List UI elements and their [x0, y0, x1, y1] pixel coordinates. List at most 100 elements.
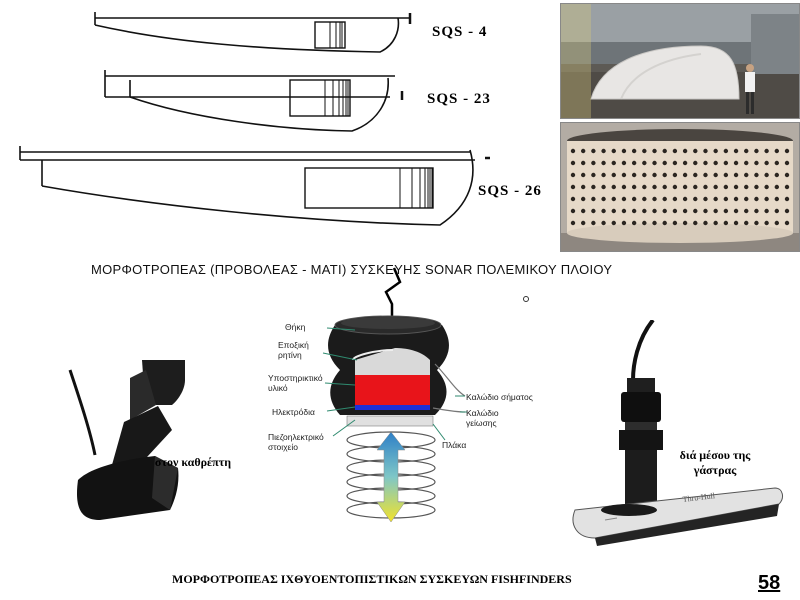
hydrophone-element	[744, 220, 749, 226]
hydrophone-element	[672, 160, 678, 166]
page-number: 58	[758, 572, 781, 594]
hydrophone-element	[642, 196, 647, 202]
hydrophone-element	[693, 184, 698, 190]
hydrophone-element	[713, 220, 718, 226]
hydrophone-element	[642, 220, 647, 226]
hydrophone-element	[631, 160, 637, 166]
hydrophone-element	[580, 208, 586, 214]
hydrophone-element	[580, 148, 586, 154]
hydrophone-element	[591, 220, 596, 226]
hydrophone-element	[774, 220, 780, 226]
hydrophone-element	[713, 160, 718, 166]
part-label-ground-cable: Καλώδιο γείωσης	[466, 408, 499, 428]
thru-hull-label: διά μέσου της γάστρας	[679, 448, 751, 477]
hydrophone-element	[754, 160, 759, 166]
hydrophone-element	[642, 160, 647, 166]
hydrophone-element	[662, 184, 667, 190]
part-label-plate: Πλάκα	[442, 440, 467, 450]
sqs-23-label: SQS - 23	[427, 91, 491, 107]
hydrophone-element	[744, 160, 749, 166]
part-label-signal-cable: Καλώδιο σήματος	[466, 392, 533, 402]
hydrophone-element	[723, 220, 729, 226]
hydrophone-element	[591, 208, 596, 214]
hydrophone-element	[703, 196, 708, 202]
hydrophone-element	[733, 208, 739, 214]
hydrophone-element	[693, 208, 698, 214]
dome-photo	[560, 3, 800, 119]
hydrophone-element	[682, 196, 688, 202]
hydrophone-element	[621, 184, 627, 190]
part-label-casing: Θήκη	[285, 322, 306, 332]
hydrophone-element	[570, 160, 576, 166]
hydrophone-element	[764, 220, 769, 226]
hydrophone-element	[570, 184, 576, 190]
hydrophone-element	[631, 148, 637, 154]
transom-mount-label: στον καθρέπτη	[154, 455, 232, 469]
hydrophone-element	[601, 196, 606, 202]
hydrophone-element	[601, 184, 606, 190]
hydrophone-element	[611, 172, 616, 178]
hydrophone-element	[703, 208, 708, 214]
hydrophone-element	[570, 196, 576, 202]
sqs-4-label: SQS - 4	[432, 24, 488, 40]
ship-sonar-caption: ΜΟΡΦΟΤΡΟΠΕΑΣ (ΠΡΟΒΟΛΕΑΣ - ΜΑΤΙ) ΣΥΣΚΕΥΗΣ…	[91, 262, 613, 277]
hydrophone-element	[754, 196, 759, 202]
hydrophone-element	[682, 208, 688, 214]
hydrophone-element	[744, 172, 749, 178]
hydrophone-element	[754, 220, 759, 226]
hydrophone-element	[611, 196, 616, 202]
hydrophone-element	[652, 208, 657, 214]
hydrophone-element	[723, 160, 729, 166]
hydrophone-element	[642, 208, 647, 214]
hydrophone-element	[580, 160, 586, 166]
hydrophone-element	[774, 184, 780, 190]
hydrophone-element	[693, 148, 698, 154]
hydrophone-element	[652, 148, 657, 154]
hydrophone-element	[662, 196, 667, 202]
part-label-backing: Υποστηρικτικό υλικό	[268, 373, 323, 393]
part-label-electrodes: Ηλεκτρόδια	[272, 407, 315, 417]
hydrophone-element	[672, 196, 678, 202]
hydrophone-element	[784, 220, 790, 226]
hydrophone-element	[621, 220, 627, 226]
hydrophone-element	[682, 160, 688, 166]
hydrophone-element	[703, 148, 708, 154]
hydrophone-element	[682, 220, 688, 226]
hydrophone-element	[611, 208, 616, 214]
hydrophone-element	[662, 160, 667, 166]
hydrophone-element	[764, 172, 769, 178]
sqs-23-hull	[104, 70, 404, 132]
hydrophone-element	[723, 208, 729, 214]
hydrophone-element	[774, 148, 780, 154]
hydrophone-element	[723, 148, 729, 154]
hydrophone-element	[652, 172, 657, 178]
sqs-26-hull	[19, 146, 490, 226]
hydrophone-element	[754, 208, 759, 214]
hydrophone-element	[621, 208, 627, 214]
hydrophone-element	[611, 160, 616, 166]
hydrophone-element	[733, 172, 739, 178]
hydrophone-element	[672, 148, 678, 154]
hydrophone-element	[580, 184, 586, 190]
hydrophone-element	[570, 148, 576, 154]
hydrophone-element	[580, 172, 586, 178]
hydrophone-element	[713, 196, 718, 202]
hydrophone-element	[744, 196, 749, 202]
transom-mount-transducer	[68, 360, 185, 520]
hydrophone-element	[580, 196, 586, 202]
hydrophone-element	[733, 148, 739, 154]
transducer-cutaway	[322, 315, 467, 523]
hydrophone-element	[764, 196, 769, 202]
hydrophone-element	[631, 184, 637, 190]
hydrophone-element	[570, 172, 576, 178]
hydrophone-element	[693, 220, 698, 226]
hydrophone-element	[621, 160, 627, 166]
hydrophone-element	[591, 184, 596, 190]
hydrophone-element	[672, 172, 678, 178]
hydrophone-element	[754, 172, 759, 178]
ship-hull-drawings	[19, 12, 490, 226]
hydrophone-element	[642, 148, 647, 154]
hydrophone-element	[784, 196, 790, 202]
hydrophone-element	[672, 184, 678, 190]
array-photo	[560, 122, 800, 252]
